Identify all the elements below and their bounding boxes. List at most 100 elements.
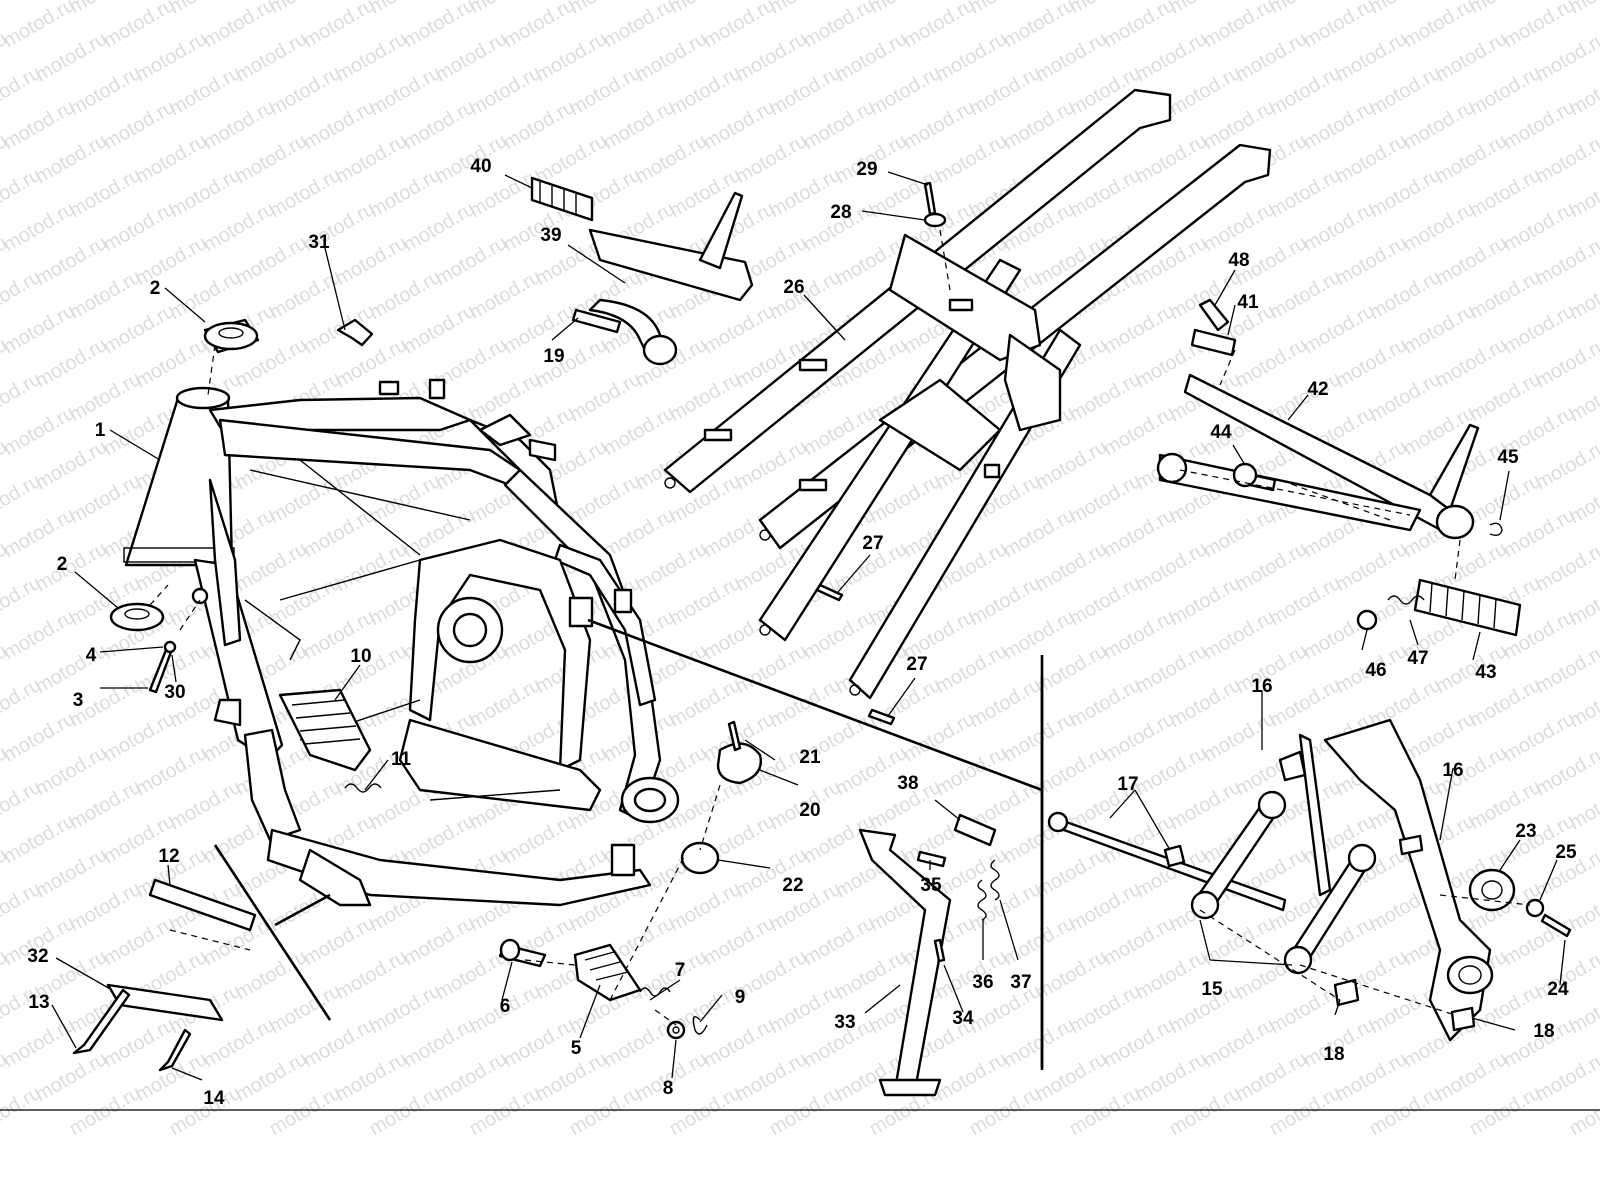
watermark-text: motod.ru [732,1048,811,1107]
watermark-text: motod.ru [632,130,711,189]
watermark-text: motod.ru [1000,912,1079,971]
watermark-text: motod.ru [632,28,711,87]
bolt-48 [1198,298,1230,332]
watermark-text: motod.ru [566,1082,645,1141]
bolt-34 [933,938,946,963]
callout-18: 18 [1323,1044,1344,1065]
watermark-text: motod.ru [0,810,79,869]
watermark-text: motod.ru [1200,0,1279,52]
watermark-text: motod.ru [500,300,579,359]
watermark-text: motod.ru [1032,1048,1111,1107]
callout-39: 39 [540,225,561,246]
watermark-text: motod.ru [66,368,145,427]
nut-30 [191,587,209,605]
callout-12: 12 [158,846,179,867]
watermark-text: motod.ru [766,674,845,733]
rear-subframe [663,88,1272,700]
watermark-text: motod.ru [932,640,1011,699]
watermark-text: motod.ru [766,1082,845,1141]
watermark-text: motod.ru [132,334,211,393]
watermark-text: motod.ru [32,232,111,291]
small-parts [72,176,1000,1097]
callout-14: 14 [203,1088,225,1109]
callout-3: 3 [73,690,84,711]
watermark-text: motod.ru [932,130,1011,189]
watermark-text: motod.ru [500,96,579,155]
watermark-text: motod.ru [1000,708,1079,767]
watermark-text: motod.ru [0,878,45,937]
watermark-text: motod.ru [700,0,779,52]
bracket-12 [148,878,257,932]
assembly-lines [149,229,1531,1026]
callout-46: 46 [1365,660,1386,681]
watermark-text: motod.ru [1266,674,1345,733]
watermark-text: motod.ru [1032,28,1111,87]
watermark-text: motod.ru [32,640,111,699]
watermark-text: motod.ru [666,572,745,631]
watermark-text: motod.ru [666,1082,745,1141]
watermark-text: motod.ru [766,878,845,937]
separator-lines [0,618,1600,1111]
watermark-text: motod.ru [1032,844,1111,903]
watermark-text: motod.ru [66,266,145,325]
pin-35 [916,850,947,868]
callout-32: 32 [27,946,48,967]
watermark-text: motod.ru [132,28,211,87]
watermark-text: motod.ru [1500,504,1579,563]
watermark-text: motod.ru [200,96,279,155]
leader-lines [51,171,1566,1081]
watermark-text: motod.ru [466,1082,545,1141]
passenger-footpeg-group [1156,298,1522,637]
watermark-text: motod.ru [1300,0,1379,52]
watermark-text: motod.ru [732,130,811,189]
ball-46 [1356,609,1378,631]
watermark-text: motod.ru [1100,708,1179,767]
callout-33: 33 [834,1012,855,1033]
watermark-text: motod.ru [132,130,211,189]
watermark-text: motod.ru [32,130,111,189]
callout-29: 29 [856,159,877,180]
callout-22: 22 [782,875,803,896]
watermark-text: motod.ru [366,266,445,325]
callout-1: 1 [95,420,106,441]
watermark-text: motod.ru [32,844,111,903]
watermark-text: motod.ru [1132,538,1211,597]
callout-30: 30 [164,682,185,703]
watermark-text: motod.ru [0,572,45,631]
watermark-text: motod.ru [1100,912,1179,971]
watermark-text: motod.ru [1466,164,1545,223]
watermark-text: motod.ru [300,1014,379,1073]
watermark-text: motod.ru [166,164,245,223]
watermark-text: motod.ru [1232,1048,1311,1107]
callout-41: 41 [1237,292,1259,313]
watermark-text: motod.ru [900,708,979,767]
callout-18: 18 [1533,1021,1554,1042]
watermark-text: motod.ru [1500,198,1579,257]
watermark-text: motod.ru [1400,708,1479,767]
watermark-text: motod.ru [766,62,845,121]
callout-17: 17 [1117,774,1138,795]
callout-48: 48 [1228,250,1249,271]
watermark-text: motod.ru [900,96,979,155]
watermark-text: motod.ru [1132,640,1211,699]
watermark-text: motod.ru [232,1048,311,1107]
callout-5: 5 [571,1038,582,1059]
watermark-text: motod.ru [700,1014,779,1073]
watermark-text: motod.ru [700,912,779,971]
watermark-text: motod.ru [600,96,679,155]
watermark-text: motod.ru [1166,674,1245,733]
watermark-text: motod.ru [600,0,679,52]
watermark-text: motod.ru [466,266,545,325]
watermark-text: motod.ru [1466,470,1545,529]
watermark-text: motod.ru [832,946,911,1005]
watermark-text: motod.ru [566,62,645,121]
watermark-text: motod.ru [1300,300,1379,359]
watermark-text: motod.ru [1032,436,1111,495]
watermark-text: motod.ru [666,878,745,937]
watermark-text: motod.ru [1400,300,1479,359]
watermark-text: motod.ru [0,368,45,427]
bolt-16a [1278,750,1307,782]
watermark-text: motod.ru [1166,572,1245,631]
watermark-text: motod.ru [366,1082,445,1141]
